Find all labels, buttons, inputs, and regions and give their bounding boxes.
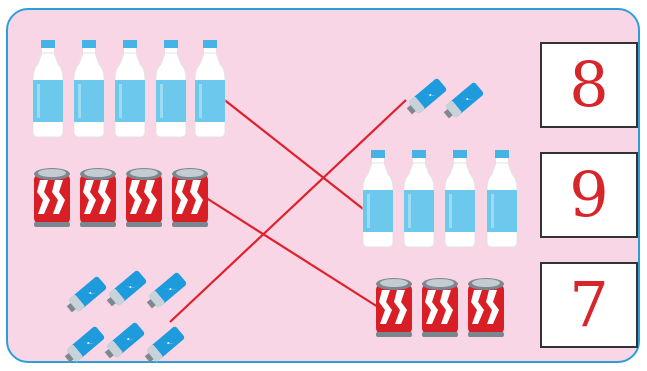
battery-icon [64,276,107,316]
water-bottle-icon [195,40,225,137]
water-bottle-icon [363,150,393,247]
soda-can-icon [126,168,162,227]
match-line-bottles [222,98,367,212]
water-bottle-icon [74,40,104,137]
soda-can-icon [34,168,70,227]
water-bottle-icon [33,40,63,137]
battery-icon [404,78,447,118]
water-bottle-icon [156,40,186,137]
battery-icon [104,270,147,310]
battery-icon [102,322,145,362]
right-batteries-group [400,60,490,120]
water-bottle-icon [404,150,434,247]
battery-icon [62,326,105,366]
left-cans-group [34,166,214,232]
number-box-bottom: 7 [540,262,638,348]
number-box-middle: 9 [540,152,638,238]
battery-icon [144,272,187,312]
left-batteries-group [60,258,200,368]
soda-can-icon [172,168,208,227]
water-bottle-icon [487,150,517,247]
soda-can-icon [80,168,116,227]
battery-icon [441,82,484,122]
left-bottles-group [32,40,232,140]
water-bottle-icon [115,40,145,137]
number-box-top: 8 [540,42,638,128]
water-bottle-icon [445,150,475,247]
right-bottles-group [362,150,527,250]
soda-can-icon [468,278,504,337]
soda-can-icon [422,278,458,337]
right-cans-group [376,276,506,342]
battery-icon [142,326,185,366]
soda-can-icon [376,278,412,337]
